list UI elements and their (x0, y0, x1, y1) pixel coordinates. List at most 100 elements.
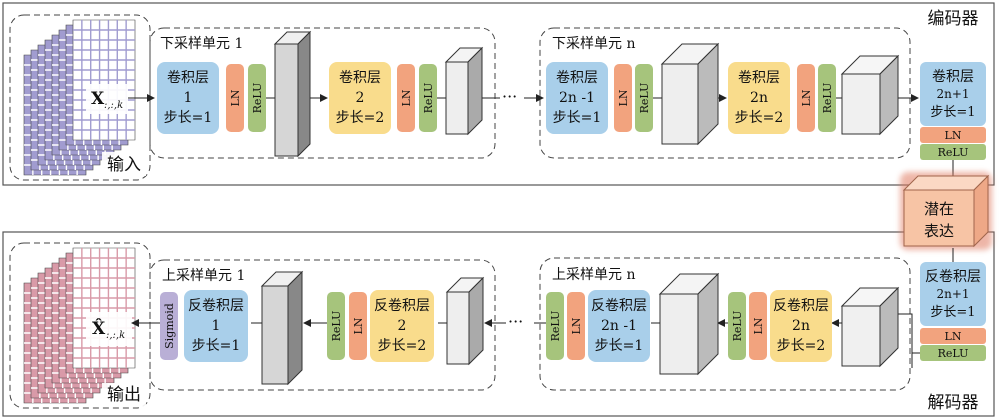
conv-layer-2n-1-stride: 步长=1 (553, 110, 602, 126)
ln-block: LN (614, 64, 632, 132)
svg-text:LN: LN (800, 89, 813, 106)
feature-map-cube (658, 272, 720, 376)
svg-text:LN: LN (945, 129, 962, 142)
svg-text:ReLU: ReLU (731, 311, 744, 342)
feature-map-cube (260, 270, 304, 386)
conv-layer-2n-block: 卷积层 2n 步长=2 (728, 62, 790, 134)
deconv-layer-1-block: 反卷积层 1 步长=1 (184, 290, 248, 362)
deconv-layer-2n+1-name: 反卷积层 (925, 269, 981, 285)
latent-label-line1: 潜在 (924, 200, 954, 218)
svg-text:ReLU: ReLU (422, 83, 435, 114)
encoder-label: 编码器 (928, 9, 979, 29)
ln-block: LN (797, 64, 815, 132)
relu-block: ReLU (327, 292, 345, 360)
svg-text:LN: LN (945, 330, 962, 343)
deconv-layer-2-block: 反卷积层 2 步长=2 (370, 290, 434, 362)
svg-text:ReLU: ReLU (549, 311, 562, 342)
output-label: 输出 (107, 385, 141, 405)
svg-text:LN: LN (752, 317, 765, 334)
ln-block: LN (349, 292, 367, 360)
encoder-panel (2, 2, 995, 186)
conv-layer-2-block: 卷积层 2 步长=2 (329, 62, 391, 134)
conv-layer-2n-name: 卷积层 (738, 70, 780, 86)
deconv-layer-2n-index: 2n (792, 318, 810, 334)
ln-block: LN (226, 64, 244, 132)
conv-layer-1-stride: 步长=1 (164, 110, 213, 126)
deconv-layer-2n+1-index: 2n+1 (936, 287, 969, 301)
latent-label-line2: 表达 (924, 222, 954, 240)
downsample-unit-n-title: 下采样单元 n (552, 36, 635, 52)
deconv-layer-2n-1-index: 2n -1 (601, 318, 637, 334)
svg-text:ReLU: ReLU (938, 347, 969, 360)
conv-layer-2n-1-index: 2n -1 (559, 90, 595, 106)
conv-layer-2-name: 卷积层 (339, 70, 381, 86)
decoder-panel (2, 231, 995, 417)
ln-block: LN (749, 292, 767, 360)
deconv-layer-2n+1-block: 反卷积层 2n+1 步长=1 (920, 262, 986, 326)
conv-layer-2n-stride: 步长=2 (735, 110, 784, 126)
output-symbol: X̂ (92, 319, 106, 339)
conv-layer-2n+1-name: 卷积层 (932, 69, 974, 85)
deconv-layer-2n-1-stride: 步长=1 (595, 338, 644, 354)
ellipsis: ··· (502, 87, 517, 106)
input-label: 输入 (107, 155, 141, 175)
latent-representation-cube: 潜在 表达 (900, 172, 992, 250)
ln-block: LN (397, 64, 415, 132)
svg-text:ReLU: ReLU (638, 83, 651, 114)
conv-layer-2n+1-block: 卷积层 2n+1 步长=1 (920, 62, 986, 126)
relu-block: ReLU (546, 292, 564, 360)
conv-layer-2-index: 2 (356, 90, 365, 106)
deconv-layer-2n-1-name: 反卷积层 (591, 298, 647, 314)
conv-layer-2n+1-stride: 步长=1 (930, 105, 975, 120)
tensor-slice (72, 247, 136, 369)
svg-text:ReLU: ReLU (938, 146, 969, 159)
relu-block: ReLU (419, 64, 437, 132)
upsample-unit-1 (149, 259, 496, 391)
deconv-layer-2-name: 反卷积层 (374, 298, 430, 314)
deconv-layer-2n-name: 反卷积层 (773, 298, 829, 314)
feature-map-cube (840, 54, 900, 136)
svg-text:ReLU: ReLU (330, 311, 343, 342)
feature-map-cube (273, 30, 312, 158)
sigmoid-block: Sigmoid (160, 292, 178, 360)
deconv-layer-2-index: 2 (398, 318, 407, 334)
deconv-layer-2n+1-stride: 步长=1 (930, 305, 975, 320)
relu-block: ReLU (248, 64, 266, 132)
svg-text:LN: LN (400, 89, 413, 106)
downsample-unit-1-title: 下采样单元 1 (160, 36, 243, 52)
downsample-unit-n (539, 27, 911, 159)
conv-layer-1-name: 卷积层 (167, 70, 209, 86)
deconv-layer-1-stride: 步长=1 (192, 338, 241, 354)
svg-text:LN: LN (352, 317, 365, 334)
relu-block: ReLU (818, 64, 836, 132)
svg-text:LN: LN (229, 89, 242, 106)
output-subscript: :,:,k (106, 330, 125, 341)
input-subscript: :,:,k (104, 100, 123, 111)
feature-map-cube (660, 42, 720, 146)
downsample-unit-1 (149, 27, 496, 159)
deconv-layer-2-stride: 步长=2 (378, 338, 427, 354)
ln-block: LN (920, 328, 986, 344)
deconv-layer-2n-block: 反卷积层 2n 步长=2 (770, 290, 832, 362)
relu-block: ReLU (920, 144, 986, 160)
decoder-label: 解码器 (928, 393, 979, 413)
conv-layer-1-block: 卷积层 1 步长=1 (157, 62, 219, 134)
feature-map-cube (840, 286, 900, 368)
relu-block: ReLU (635, 64, 653, 132)
upsample-unit-n (539, 257, 911, 391)
ellipsis: ··· (508, 312, 523, 331)
upsample-unit-n-title: 上采样单元 n (552, 267, 635, 283)
conv-layer-2-stride: 步长=2 (336, 110, 385, 126)
upsample-unit-1-title: 上采样单元 1 (162, 268, 245, 284)
conv-layer-2n-1-name: 卷积层 (556, 70, 598, 86)
svg-text:ReLU: ReLU (251, 83, 264, 114)
svg-text:LN: LN (617, 89, 630, 106)
deconv-layer-2n-1-block: 反卷积层 2n -1 步长=1 (588, 290, 650, 362)
svg-text:Sigmoid: Sigmoid (163, 303, 176, 349)
conv-layer-1-index: 1 (184, 90, 193, 106)
ln-block: LN (920, 127, 986, 143)
relu-block: ReLU (920, 345, 986, 361)
deconv-layer-1-name: 反卷积层 (188, 298, 244, 314)
conv-layer-2n-index: 2n (750, 90, 768, 106)
